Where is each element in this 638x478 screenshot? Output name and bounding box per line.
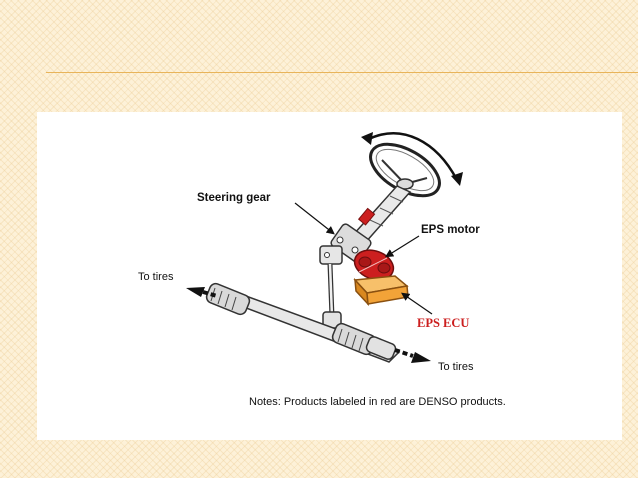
steering-rack	[205, 282, 401, 363]
steering-gear-label: Steering gear	[197, 192, 271, 204]
steering-gear-assembly	[319, 223, 372, 265]
steering-gear-leader	[294, 202, 335, 235]
eps-motor	[353, 249, 395, 281]
diagram-panel: Steering gear EPS motor EPS ECU To tires…	[37, 112, 622, 440]
slide-divider-line	[46, 72, 638, 73]
intermediate-shaft	[322, 263, 342, 329]
tire-arrow-right	[394, 348, 431, 363]
to-tires-right-label: To tires	[438, 361, 474, 373]
denso-note: Notes: Products labeled in red are DENSO…	[249, 396, 506, 408]
eps-motor-label: EPS motor	[421, 224, 480, 236]
eps-ecu-box	[353, 275, 409, 307]
eps-ecu-label: EPS ECU	[417, 316, 470, 330]
eps-system-illustration	[186, 132, 463, 363]
rotation-arrow	[361, 132, 463, 186]
to-tires-left-label: To tires	[138, 271, 174, 283]
tire-arrow-left	[186, 287, 218, 298]
eps-motor-leader	[384, 235, 420, 258]
eps-ecu-leader	[401, 292, 433, 315]
